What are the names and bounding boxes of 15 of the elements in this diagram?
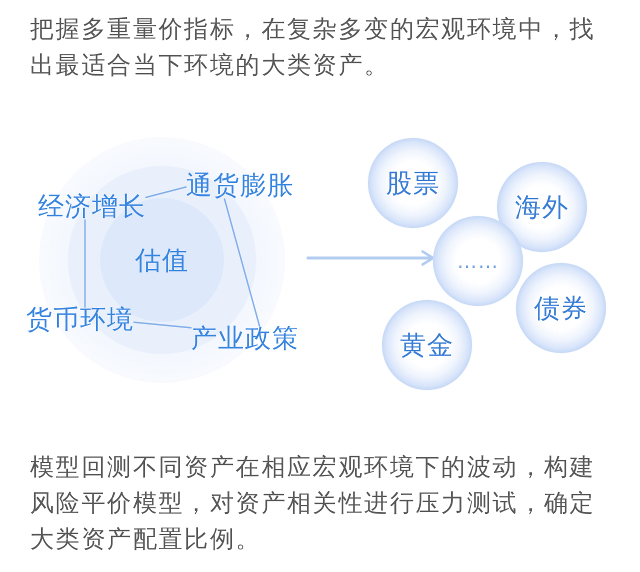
asset-bubble: 股票 — [368, 138, 458, 228]
asset-bubble: 债券 — [516, 263, 606, 353]
factor-label: 产业政策 — [191, 326, 299, 352]
asset-bubble: 黄金 — [382, 300, 472, 390]
asset-bubble: 海外 — [497, 162, 587, 252]
description-text: 把握多重量价指标，在复杂多变的宏观环境中，找出最适合当下环境的大类资产。 — [30, 14, 596, 81]
arrow — [306, 250, 435, 266]
factor-label: 通货膨胀 — [186, 173, 294, 199]
factor-label: 经济增长 — [38, 194, 146, 220]
description-text: 模型回测不同资产在相应宏观环境下的波动，构建风险平价模型，对资产相关性进行压力测试，确定大类资产配置比例。 — [30, 452, 596, 555]
connector-line — [133, 322, 192, 328]
connector-line — [224, 198, 260, 327]
factor-label: 货币环境 — [26, 307, 134, 333]
connector-line — [84, 219, 86, 308]
connector-line — [145, 186, 187, 198]
